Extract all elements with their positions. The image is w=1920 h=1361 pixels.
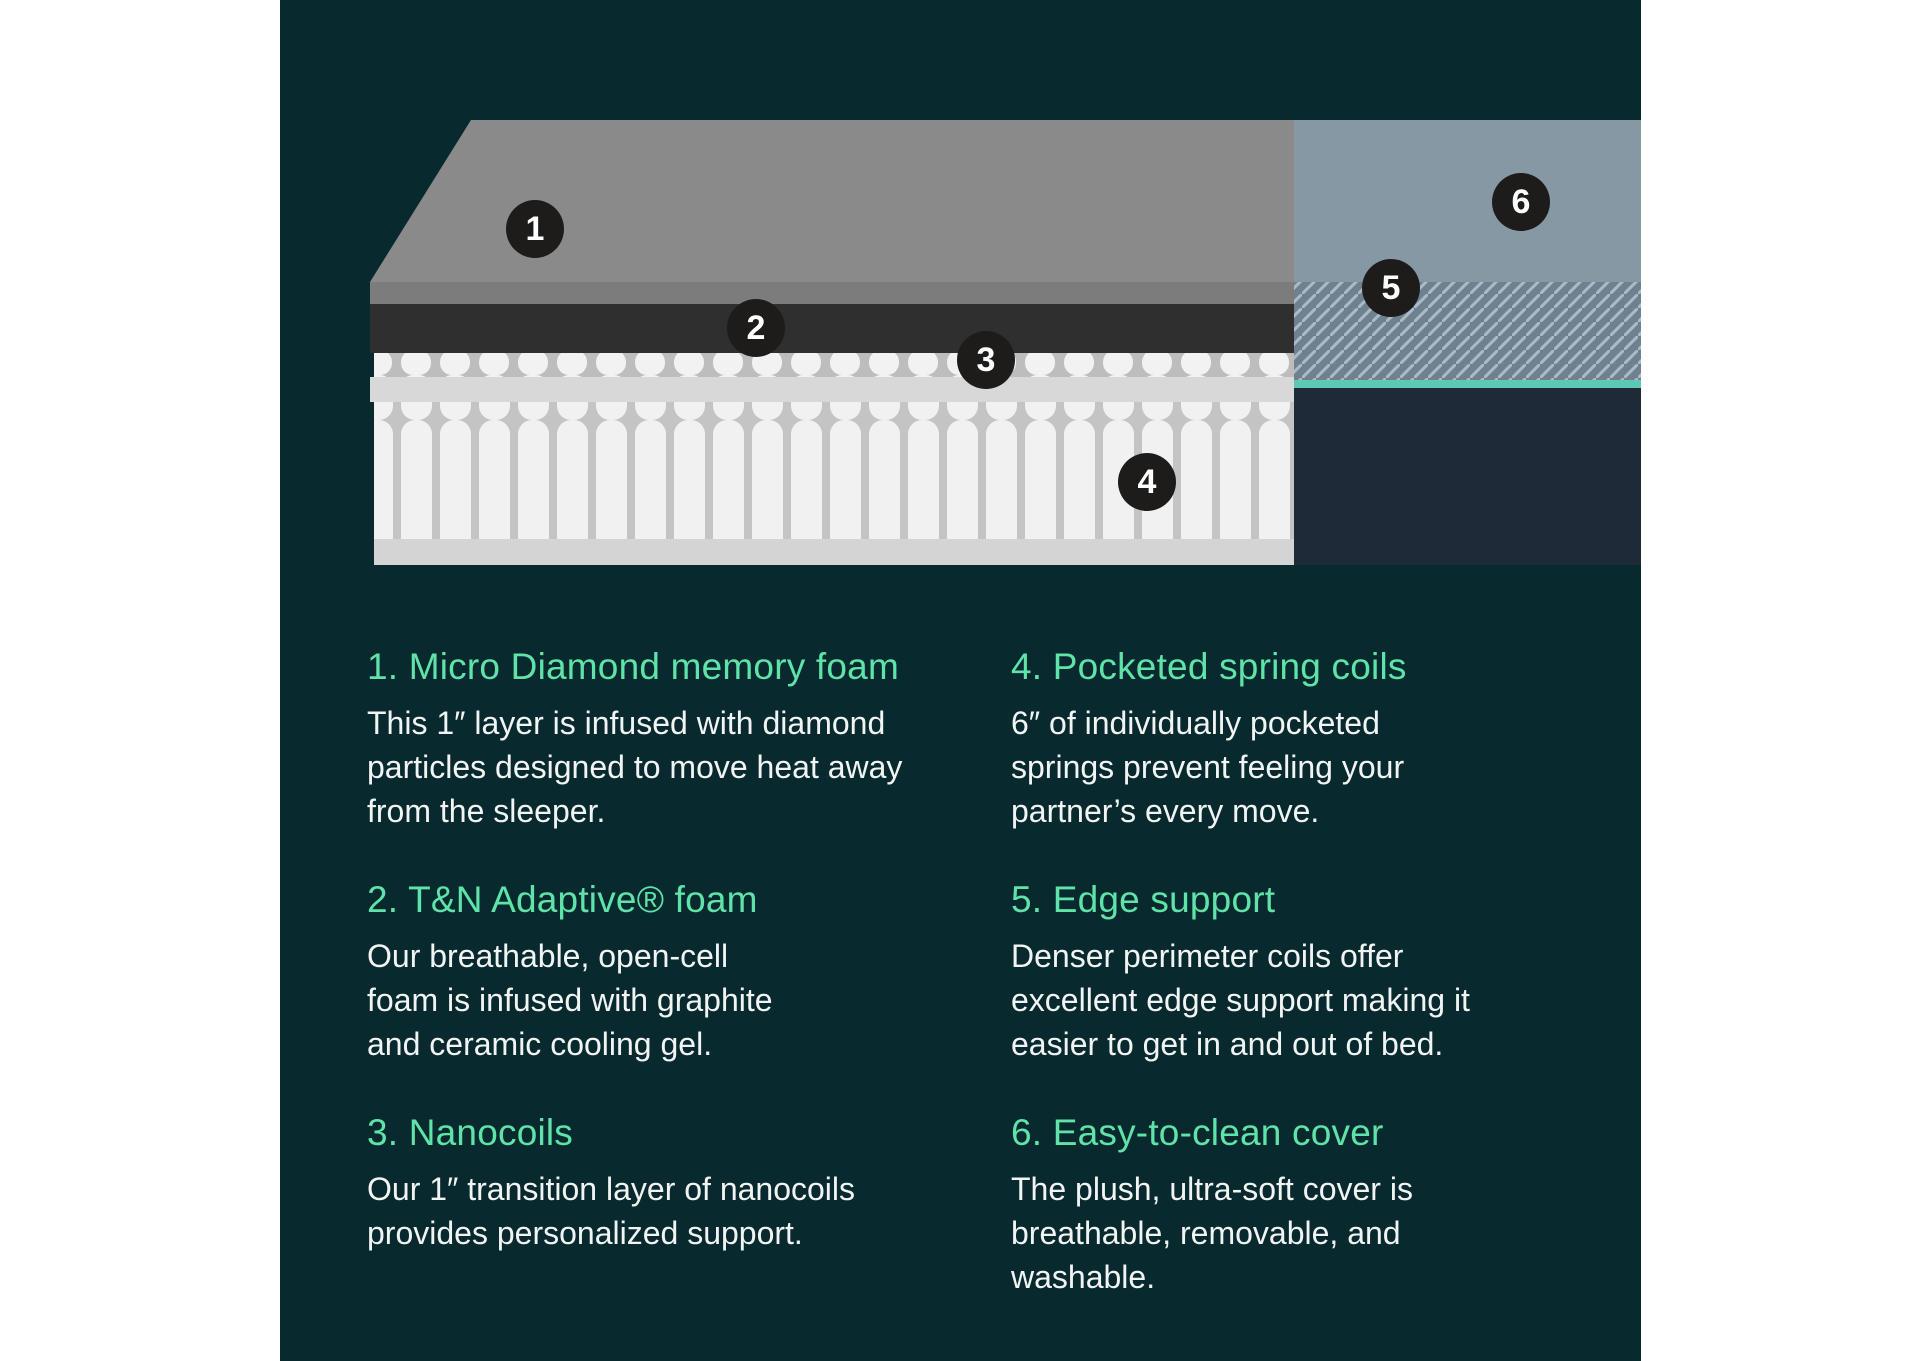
layer-badge-1: 1: [506, 200, 564, 258]
layer-badge-4: 4: [1118, 453, 1176, 511]
feature-3: 3. Nanocoils Our 1″ transition layer of …: [367, 1111, 987, 1255]
feature-2: 2. T&N Adaptive® foam Our breathable, op…: [367, 878, 987, 1066]
feature-title: 6. Easy-to-clean cover: [1011, 1112, 1384, 1153]
feature-6: 6. Easy-to-clean cover The plush, ultra-…: [1011, 1111, 1631, 1299]
feature-title: 3. Nanocoils: [367, 1112, 574, 1153]
feature-4: 4. Pocketed spring coils 6″ of individua…: [1011, 645, 1631, 833]
feature-title: 1. Micro Diamond memory foam: [367, 646, 899, 687]
edge-knit: [1294, 282, 1641, 380]
mattress-cross-section-illustration: [370, 120, 1641, 565]
transition-band: [370, 377, 1294, 402]
feature-title: 4. Pocketed spring coils: [1011, 646, 1407, 687]
memory-foam-edge: [370, 282, 1294, 304]
layer-badge-6: 6: [1492, 173, 1550, 231]
cover-top: [1294, 120, 1641, 282]
adaptive-foam-layer: [370, 304, 1294, 353]
layer-badge-3: 3: [957, 331, 1015, 389]
feature-title: 5. Edge support: [1011, 879, 1276, 920]
cover-side: [1294, 388, 1641, 565]
layer-badge-2: 2: [727, 299, 785, 357]
feature-title: 2. T&N Adaptive® foam: [367, 879, 758, 920]
feature-5: 5. Edge support Denser perimeter coils o…: [1011, 878, 1631, 1066]
coil-base: [374, 539, 1294, 565]
memory-foam-top: [370, 120, 1294, 304]
mattress-layers-panel: 1 2 3 4 5 6 1. Micro Diamond memory foam…: [280, 0, 1641, 1361]
feature-1: 1. Micro Diamond memory foam This 1″ lay…: [367, 645, 987, 833]
teal-stripe: [1294, 380, 1641, 388]
nanocoil-layer: [374, 353, 1294, 377]
layer-badge-5: 5: [1362, 259, 1420, 317]
